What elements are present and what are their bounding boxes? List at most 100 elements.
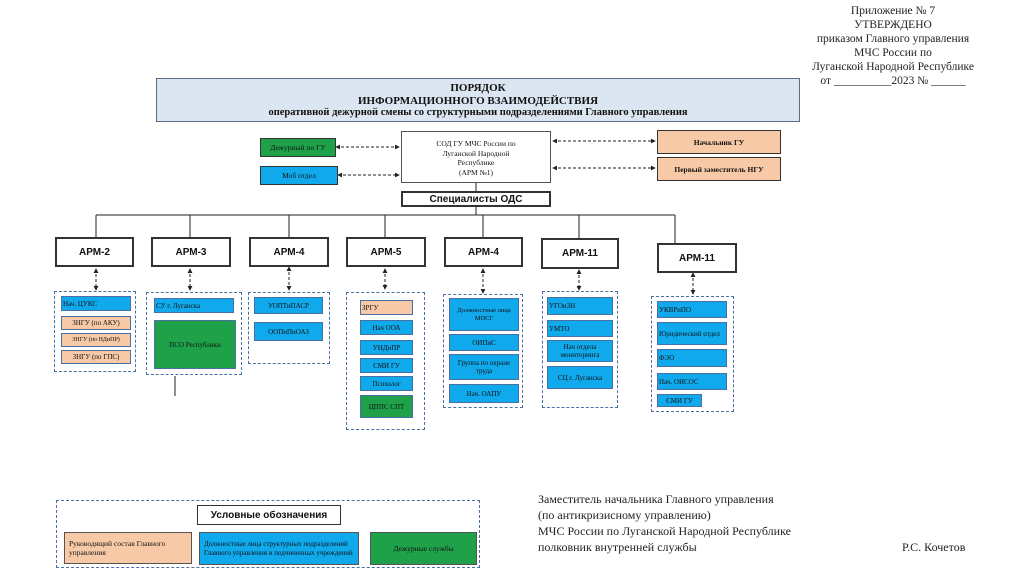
group-item: ЗРГУ [360,300,413,315]
arm-label: АРМ-11 [679,252,715,264]
group-item: УНДиПР [360,340,413,355]
chief-label: Начальник ГУ [693,137,745,147]
group-item: Нач. ОАПУ [449,384,519,403]
legend-title-label: Условные обозначения [210,509,328,521]
group-item-label: СМИ ГУ [373,361,400,370]
group-item: Нач ООА [360,320,413,335]
group-item-label: ЗНГУ (по АКУ) [72,319,120,327]
sod-box: СОД ГУ МЧС России по Луганской Народной … [401,131,551,183]
signature-block: Заместитель начальника Главного управлен… [538,491,1008,555]
group-item-label: ОИПиС [472,338,496,347]
group-item-label: СМИ ГУ [666,396,693,405]
appendix-number: Приложение № 7 [850,5,936,17]
group-item: Нач. ЦУКС [61,296,131,311]
group-item-label: ЦППС СПТ [368,402,405,411]
group-item: ФЭО [657,349,727,367]
arm-label: АРМ-5 [370,246,402,258]
arm-group [54,291,136,372]
group-item-label: УКВРиПО [659,305,692,314]
group-item: ОИПиС [449,334,519,351]
approved-label: УТВЕРЖДЕНО [854,19,932,31]
arm-label: АРМ-3 [175,246,207,258]
arm-group [542,291,618,408]
title-line-3: оперативной дежурной смены со структурны… [268,107,688,118]
mob-department-label: Моб отдел [282,171,316,180]
date-line: от __________2023 № ______ [820,75,966,87]
group-item: УГОиЗН [547,297,613,315]
arm-label: АРМ-11 [562,248,598,259]
signature-line-3: МЧС России по Луганской Народной Республ… [538,524,791,538]
group-item-label: ФЭО [659,354,675,362]
group-item: СМИ ГУ [360,358,413,373]
arm-group [146,292,242,375]
group-item-label: ЗРГУ [362,303,379,312]
sod-line-4: (АРМ №1) [458,167,494,177]
first-deputy-box: Первый заместитель НГУ [657,157,781,181]
group-item: УКВРиПО [657,301,727,318]
group-item-label: ПСО Республики [169,340,221,349]
group-item-label: Нач. ОИСОС [659,377,699,386]
group-item-label: ООПиПиОАЗ [268,327,309,336]
arm-label: АРМ-2 [79,246,110,258]
legend-duty-services-label: Дежурные службы [393,544,454,553]
arm-box: АРМ-5 [346,237,426,267]
title-line-1: ПОРЯДОК [450,82,506,94]
arm-box: АРМ-11 [657,243,737,273]
group-item-label: УМТО [549,324,570,333]
group-item-label: СЦ г. Луганска [557,373,603,382]
group-item: СУ г. Луганска [154,298,234,313]
group-item: ЗНГУ (по АКУ) [61,316,131,330]
arm-group [346,292,425,430]
group-item-label: Психолог [372,379,401,388]
group-item-label: Нач отдела мониторинга [560,343,600,359]
arm-group [443,294,523,408]
group-item-label: Должностные лица МПСГ [457,306,511,322]
legend-duty-services: Дежурные службы [370,532,477,565]
group-item: Психолог [360,376,413,391]
group-item: Юридический отдел [657,322,727,345]
sod-line-3: Республике [457,158,495,167]
group-item-label: Нач. ЦУКС [63,299,98,308]
mob-department-box: Моб отдел [260,166,338,185]
arm-group [651,296,734,412]
group-item: ЦППС СПТ [360,395,413,418]
duty-officer-label: Дежурный по ГУ [270,143,326,152]
group-item-label: Юридический отдел [659,329,720,338]
signature-line-4: полковник внутренней службы [538,540,697,554]
signature-name: Р.С. Кочетов [902,540,966,554]
arm-box: АРМ-11 [541,238,619,269]
legend [56,500,480,568]
group-item: Группа по охране труда [449,354,519,380]
arm-box: АРМ-2 [55,237,134,267]
ods-specialists-label: Специалисты ОДС [429,193,523,205]
legend-title: Условные обозначения [197,505,341,525]
group-item: ЗНГУ (по ГПС) [61,350,131,364]
group-item: УОПТиПАСР [254,297,323,314]
group-item-label: Нач. ОАПУ [466,389,502,398]
ministry-text: МЧС России по [854,47,932,59]
group-item: Должностные лица МПСГ [449,298,519,331]
legend-officials: Должностные лица структурных подразделен… [199,532,359,565]
republic-text: Луганской Народной Республике [812,61,974,73]
legend-officials-label: Должностные лица структурных подразделен… [204,540,353,557]
group-item-label: УГОиЗН [549,302,576,310]
group-item: ООПиПиОАЗ [254,322,323,341]
order-text: приказом Главного управления [816,33,970,45]
group-item: Нач отдела мониторинга [547,340,613,362]
arm-box: АРМ-4 [444,237,523,267]
group-item: ПСО Республики [154,320,236,369]
group-item-label: СУ г. Луганска [156,301,201,310]
diagram-title: ПОРЯДОК ИНФОРМАЦИОННОГО ВЗАИМОДЕЙСТВИЯ о… [156,78,800,122]
sod-line-1: СОД ГУ МЧС России по [436,139,516,148]
appendix-block: Приложение № 7 УТВЕРЖДЕНО приказом Главн… [788,4,998,88]
group-item: ЗНГУ (по НДиПР) [61,333,131,347]
group-item-label: УОПТиПАСР [268,301,309,310]
arm-label: АРМ-4 [273,246,305,258]
ods-specialists-box: Специалисты ОДС [401,191,551,207]
first-deputy-label: Первый заместитель НГУ [674,164,764,174]
title-line-2: ИНФОРМАЦИОННОГО ВЗАИМОДЕЙСТВИЯ [357,94,599,107]
group-item-label: Группа по охране труда [457,359,511,375]
group-item: Нач. ОИСОС [657,373,727,390]
arm-group [248,292,330,364]
